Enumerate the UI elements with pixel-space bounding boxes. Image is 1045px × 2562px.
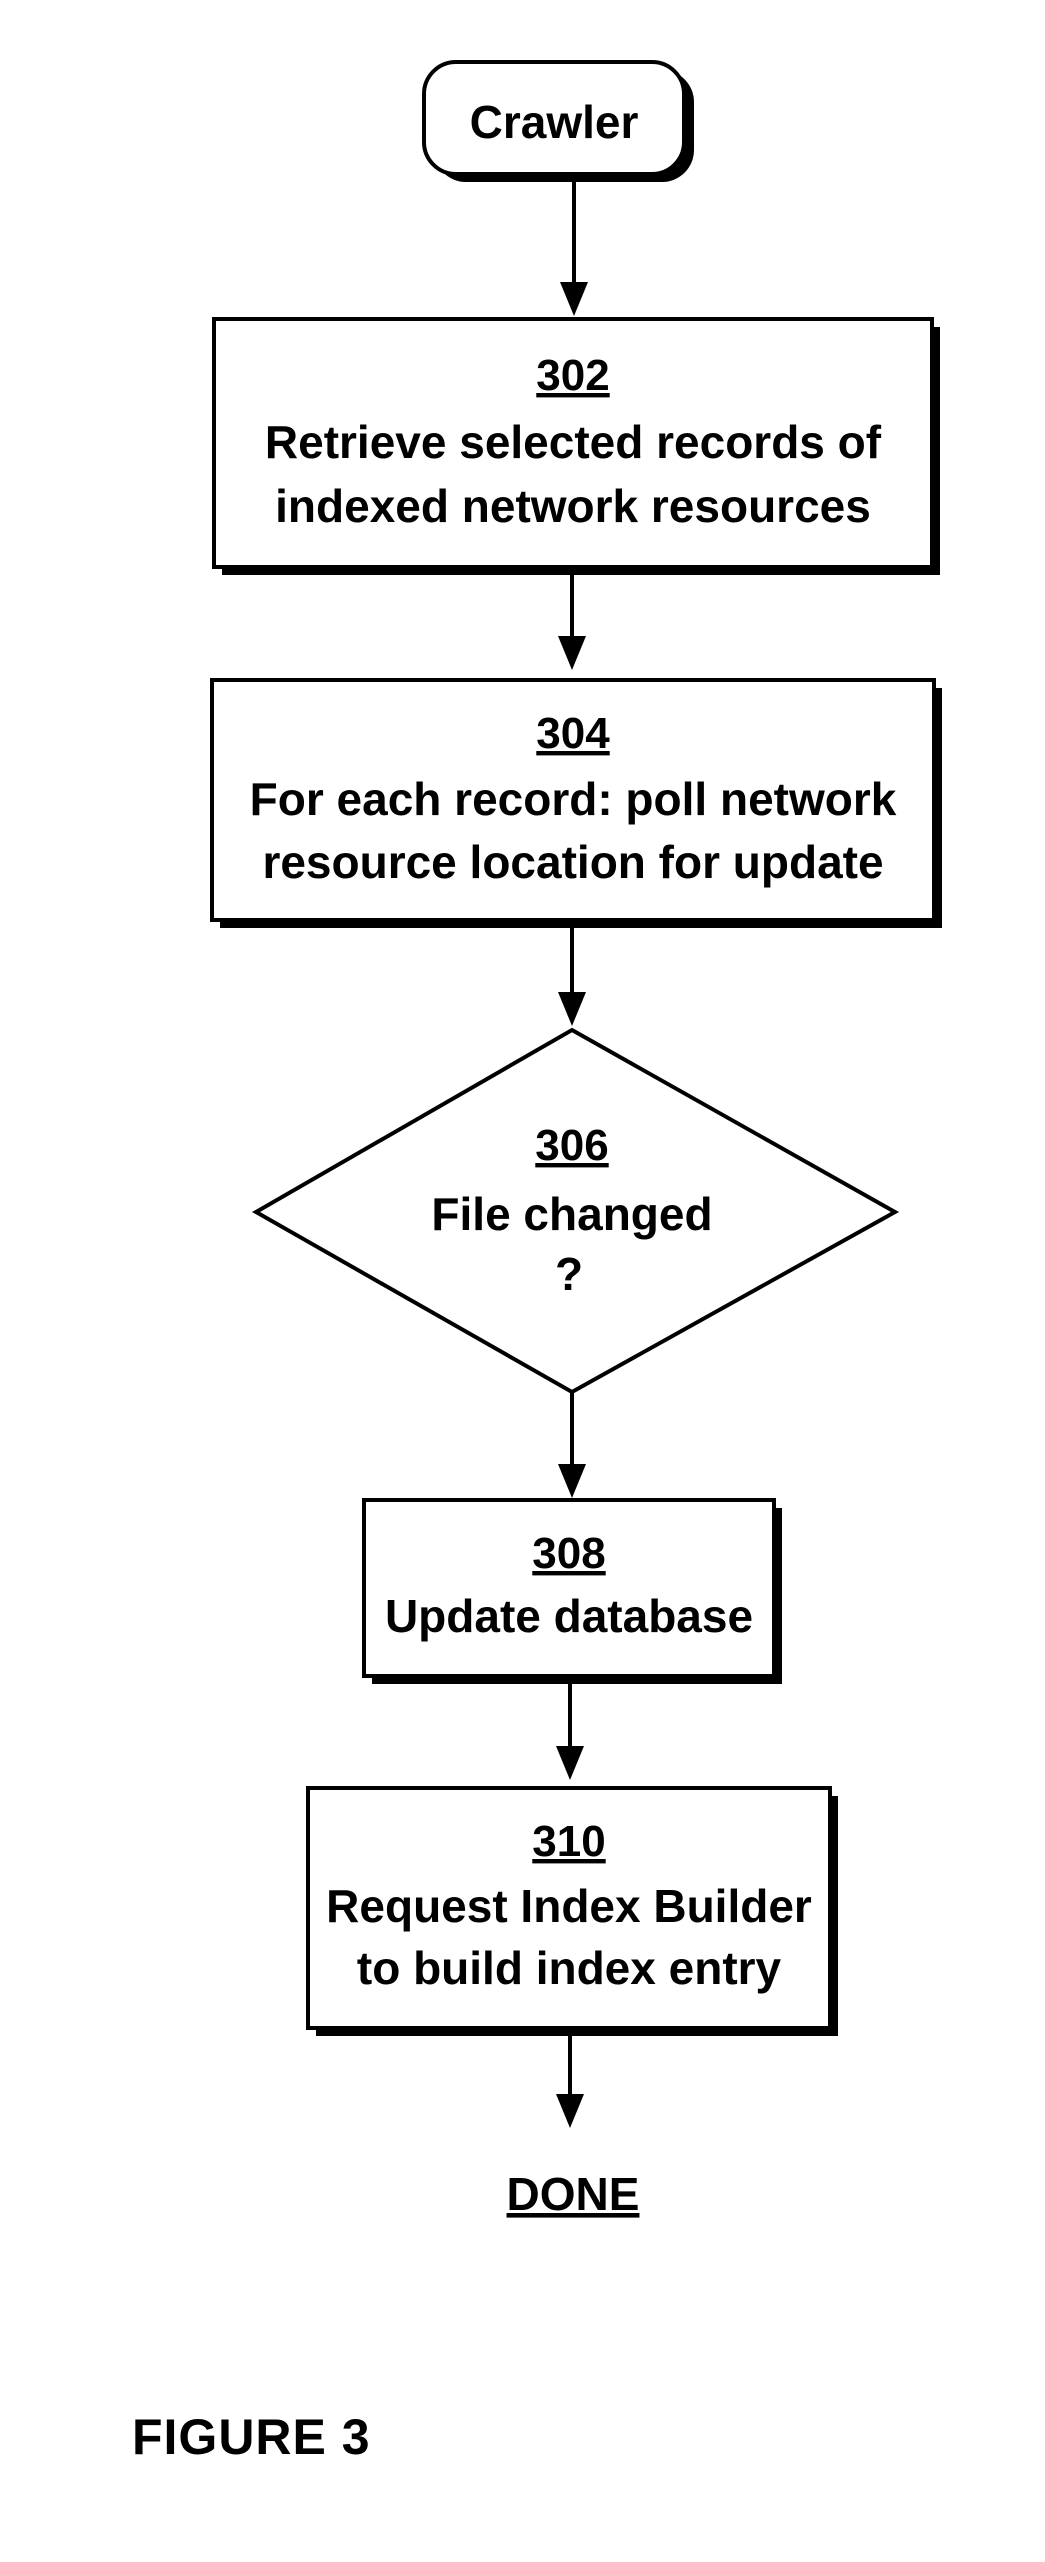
step-302-ref: 302 bbox=[536, 351, 609, 400]
step-304-line-2: resource location for update bbox=[262, 836, 883, 888]
arrow-304-to-306 bbox=[558, 928, 586, 1026]
step-310-ref: 310 bbox=[532, 1817, 605, 1866]
step-308-line-1: Update database bbox=[385, 1590, 753, 1642]
step-302-line-1: Retrieve selected records of bbox=[265, 416, 882, 468]
figure-label: FIGURE 3 bbox=[132, 2408, 371, 2466]
step-304-ref: 304 bbox=[536, 709, 610, 758]
end-label: DONE bbox=[507, 2168, 640, 2220]
decision-306-line-2: ? bbox=[555, 1248, 583, 1300]
step-302-line-2: indexed network resources bbox=[275, 480, 871, 532]
arrow-302-to-304 bbox=[558, 567, 586, 670]
step-304-box: 304 For each record: poll network resour… bbox=[212, 680, 942, 928]
arrow-306-to-308 bbox=[558, 1392, 586, 1498]
arrow-308-to-310 bbox=[556, 1676, 584, 1780]
step-308-box: 308 Update database bbox=[364, 1500, 782, 1684]
decision-306-diamond: 306 File changed ? bbox=[256, 1030, 895, 1392]
arrow-start-to-302 bbox=[560, 174, 588, 316]
step-308-ref: 308 bbox=[532, 1529, 605, 1578]
arrow-310-to-done bbox=[556, 2036, 584, 2128]
step-310-box: 310 Request Index Builder to build index… bbox=[308, 1788, 838, 2036]
decision-306-ref: 306 bbox=[535, 1121, 608, 1170]
start-label: Crawler bbox=[470, 96, 639, 148]
step-304-line-1: For each record: poll network bbox=[250, 773, 897, 825]
decision-306-line-1: File changed bbox=[431, 1188, 712, 1240]
step-302-box: 302 Retrieve selected records of indexed… bbox=[214, 319, 940, 575]
start-terminal: Crawler bbox=[424, 62, 694, 182]
step-310-line-1: Request Index Builder bbox=[326, 1880, 812, 1932]
step-310-line-2: to build index entry bbox=[357, 1942, 782, 1994]
